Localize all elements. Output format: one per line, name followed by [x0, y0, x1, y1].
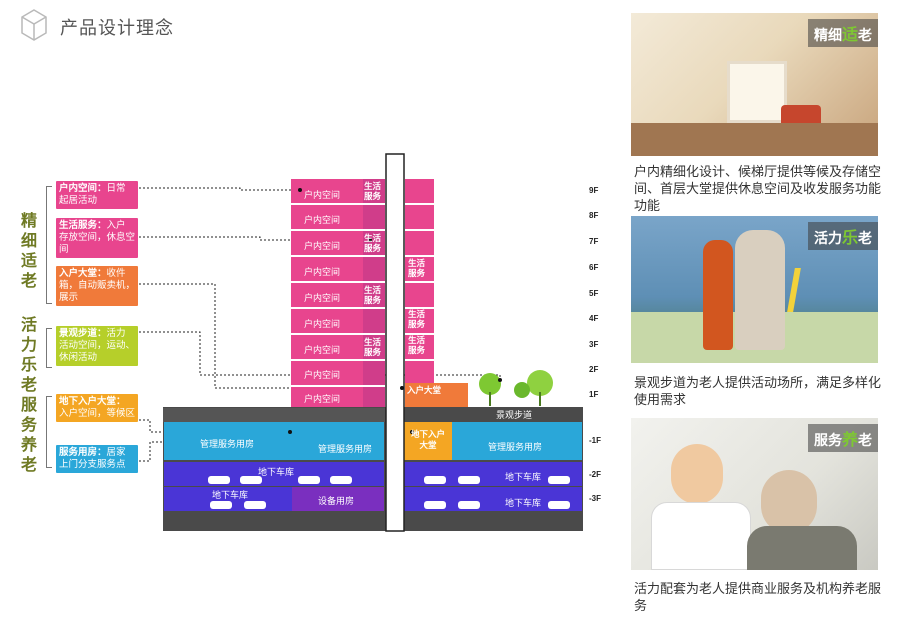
tag-landscape-path: 景观步道：活力活动空间，运动、休闲活动 [56, 326, 138, 366]
floor-label: 2F [589, 365, 599, 374]
parking-label: 地下车库 [505, 472, 542, 482]
category-brace [46, 186, 52, 304]
floor-label: 5F [589, 289, 599, 298]
photo-doctor-patient: 服务养老 [631, 418, 878, 570]
child [703, 240, 733, 350]
life-service-label: 生活服务 [364, 181, 382, 201]
landscape-path-slab [468, 407, 583, 421]
tag-unit-space: 户内空间：日常起居活动 [56, 181, 138, 209]
category-brace [46, 396, 52, 468]
life-service-label: 生活服务 [364, 337, 382, 357]
unit-label: 户内空间 [304, 345, 341, 355]
floor-label: 3F [589, 340, 599, 349]
unit-label: 户内空间 [304, 215, 341, 225]
doctor-head [671, 444, 723, 504]
badge-fine: 精细适老 [807, 19, 878, 47]
mgmt-room-right [452, 422, 582, 460]
life-service-label: 生活服务 [364, 233, 382, 253]
badge-service: 服务养老 [807, 424, 878, 452]
category-label-fine: 精细适老 [20, 213, 37, 290]
equipment-room [292, 487, 384, 511]
floor-label: 9F [589, 186, 599, 195]
tree-icons [479, 370, 553, 406]
floor [631, 123, 878, 156]
doctor-coat [651, 502, 751, 570]
life-service-left [363, 179, 385, 407]
floor-label: 6F [589, 263, 599, 272]
patient-body [747, 526, 857, 570]
life-service-label: 生活服务 [408, 335, 426, 355]
photo-grandfather-child: 活力乐老 [631, 216, 878, 363]
unit-label: 户内空间 [304, 241, 341, 251]
caption-vitality: 景观步道为老人提供活动场所，满足多样化使用需求 [634, 375, 882, 407]
badge-vitality: 活力乐老 [807, 222, 878, 250]
elevator-core [385, 153, 405, 532]
cube-logo-icon [21, 9, 47, 41]
window [727, 61, 787, 123]
unit-label: 户内空间 [304, 394, 341, 404]
floor-label: 4F [589, 314, 599, 323]
floor-label: -1F [589, 436, 601, 445]
lobby-label: 入户大堂 [407, 385, 442, 395]
equipment-room-label: 设备用房 [318, 496, 355, 506]
patient-head [761, 470, 817, 534]
landscape-path-label: 景观步道 [496, 410, 533, 420]
floor-label: 8F [589, 211, 599, 220]
caption-service: 活力配套为老人提供商业服务及机构养老服务 [634, 581, 882, 613]
floor-label: 1F [589, 390, 599, 399]
unit-label: 户内空间 [304, 370, 341, 380]
car-icons [208, 476, 570, 509]
category-brace [46, 328, 52, 368]
floor-label: -2F [589, 470, 601, 479]
tag-service-room: 服务用房：居家上门分支服务点 [56, 445, 138, 473]
unit-label: 户内空间 [304, 319, 341, 329]
mgmt-room-left [164, 422, 292, 460]
life-service-label: 生活服务 [408, 309, 426, 329]
parking-label: 地下车库 [258, 467, 295, 477]
parking-label: 地下车库 [505, 498, 542, 508]
underground-lobby [404, 422, 452, 460]
life-service-label: 生活服务 [364, 285, 382, 305]
unit-label: 户内空间 [304, 267, 341, 277]
mgmt-room-label: 管理服务用房 [488, 442, 543, 452]
unit-label: 户内空间 [304, 190, 341, 200]
mgmt-room-label: 管理服务用房 [318, 444, 373, 454]
page-title: 产品设计理念 [60, 18, 174, 38]
floor-label: -3F [589, 494, 601, 503]
category-label-vitality: 活力乐老 [20, 317, 37, 394]
unit-label: 户内空间 [304, 293, 341, 303]
mgmt-room-label: 管理服务用房 [200, 439, 255, 449]
tag-underground-lobby: 地下入户大堂：入户空间，等候区 [56, 394, 138, 422]
tag-life-service: 生活服务：入户存放空间，休息空间 [56, 218, 138, 258]
parking-label: 地下车库 [212, 490, 249, 500]
grandfather [735, 230, 785, 350]
floor-label: 7F [589, 237, 599, 246]
entrance-lobby [405, 383, 468, 407]
caption-fine: 户内精细化设计、候梯厅提供等候及存储空间、首层大堂提供休息空间及收发服务功能功能 [634, 164, 882, 213]
category-label-service: 服务养老 [20, 397, 37, 474]
mgmt-room-mid [292, 422, 384, 460]
tag-entrance-lobby: 入户大堂：收件箱，自动贩卖机，展示 [56, 266, 138, 306]
life-service-label: 生活服务 [408, 258, 426, 278]
underground-lobby-label: 地下入户大堂 [410, 429, 445, 450]
tower-units [291, 179, 363, 407]
life-service-right [405, 179, 434, 385]
photo-living-room: 精细适老 [631, 13, 878, 156]
sailboat [787, 268, 801, 312]
